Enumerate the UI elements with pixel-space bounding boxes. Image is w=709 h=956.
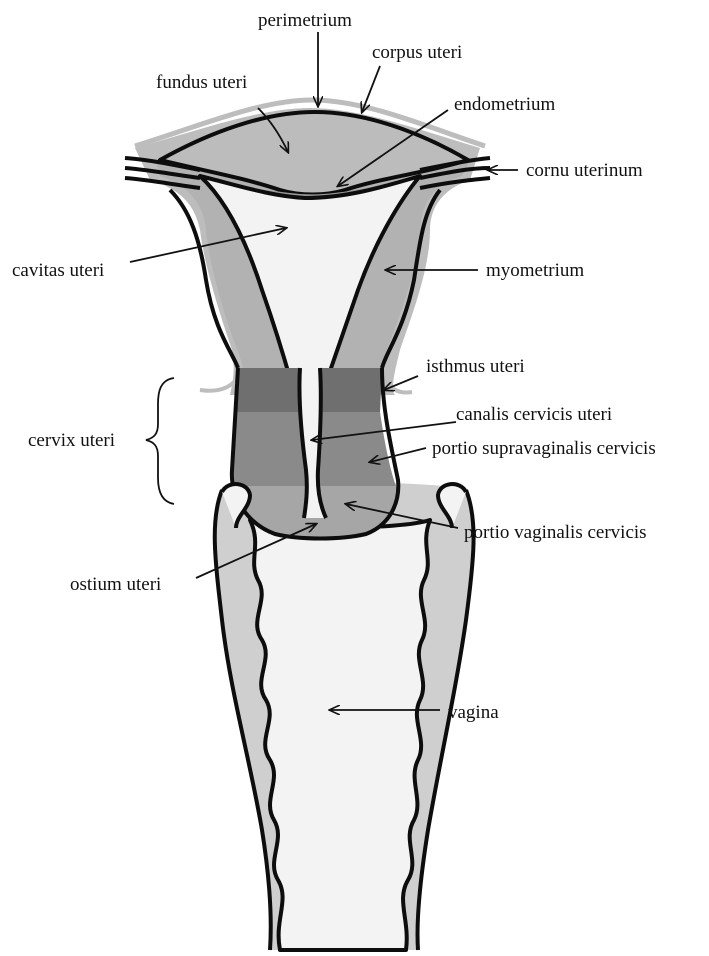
label-canalis-cervicis-uteri: canalis cervicis uteri bbox=[456, 404, 612, 425]
label-fundus-uteri: fundus uteri bbox=[156, 72, 247, 93]
label-cornu-uterinum: cornu uterinum bbox=[526, 160, 643, 181]
label-isthmus-uteri: isthmus uteri bbox=[426, 356, 525, 377]
label-myometrium: myometrium bbox=[486, 260, 584, 281]
label-endometrium: endometrium bbox=[454, 94, 556, 115]
label-cavitas-uteri: cavitas uteri bbox=[12, 260, 104, 281]
label-ostium-uteri: ostium uteri bbox=[70, 574, 161, 595]
label-portio-vaginalis-cervicis: portio vaginalis cervicis bbox=[464, 522, 647, 543]
cervix-uteri-brace bbox=[146, 378, 174, 504]
label-cervix-uteri: cervix uteri bbox=[28, 430, 115, 451]
isthmus-outer-tick-left bbox=[200, 382, 234, 391]
label-vagina: vagina bbox=[448, 702, 499, 723]
label-corpus-uteri: corpus uteri bbox=[372, 42, 462, 63]
label-portio-supravaginalis-cervicis: portio supravaginalis cervicis bbox=[432, 438, 656, 459]
label-perimetrium: perimetrium bbox=[258, 10, 352, 31]
